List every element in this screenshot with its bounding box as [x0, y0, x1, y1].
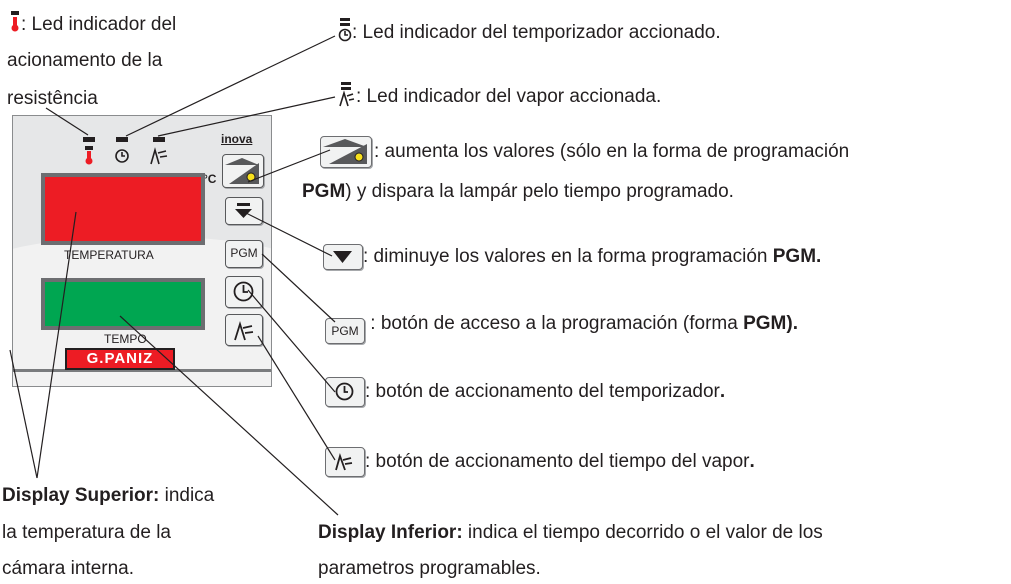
vapor-button[interactable]	[225, 314, 263, 346]
timer-led-annotation: : Led indicador del temporizador acciona…	[338, 18, 721, 44]
thermometer-icon	[85, 146, 93, 165]
display-inferior-annotation-line2: parametros programables.	[318, 558, 541, 579]
vapor-led-annotation: : Led indicador del vapor accionada.	[338, 82, 661, 108]
up-lamp-button[interactable]	[222, 154, 264, 188]
down-key-annotation: : diminuye los valores en la forma progr…	[323, 244, 821, 270]
timer-button[interactable]	[225, 276, 263, 308]
timer-key-annotation: : botón de accionamento del temporizador…	[325, 377, 725, 407]
display-superior-annotation-line2: la temperatura de la	[2, 522, 171, 543]
down-button[interactable]	[225, 197, 263, 225]
pgm-key-icon: PGM	[325, 318, 365, 344]
resist-led-annotation-line2: acionamento de la	[7, 50, 163, 71]
pgm-button[interactable]: PGM	[225, 240, 263, 268]
vapor-key-icon	[325, 447, 365, 477]
pgm-key-icon-label: PGM	[331, 324, 359, 338]
time-display-label: TEMPO	[104, 332, 147, 346]
display-superior-annotation-line3: cámara interna.	[2, 558, 135, 579]
up-lamp-key-icon	[320, 136, 372, 168]
timer-led	[116, 137, 128, 142]
vapor-icon	[150, 147, 168, 165]
vapor-key-annotation: : botón de accionamento del tiempo del v…	[325, 447, 755, 477]
temperature-display	[41, 173, 205, 245]
display-superior-annotation: Display Superior: indica	[2, 485, 215, 506]
resist-led-annotation-line3: resistência	[7, 88, 98, 109]
timer-led-icon	[338, 18, 352, 42]
clock-key-icon	[325, 377, 365, 407]
resist-led-annotation: : Led indicador del	[5, 11, 176, 36]
inova-logo: inova	[221, 132, 253, 146]
vapor-led-icon	[339, 82, 355, 107]
temperature-display-label: TEMPERATURA	[64, 248, 154, 262]
control-panel: inova °C TEMPERATURA TEMPO G.PANIZ PGM	[12, 115, 272, 387]
up-key-annotation: : aumenta los valores (sólo en la forma …	[320, 136, 849, 168]
pgm-key-annotation: PGM : botón de acceso a la programación …	[325, 312, 798, 344]
display-inferior-annotation: Display Inferior: indica el tiempo decor…	[318, 522, 823, 543]
up-key-annotation-line2: PGM) y dispara la lampár pelo tiempo pro…	[302, 181, 734, 202]
resist-led	[83, 137, 95, 142]
celsius-unit: °C	[203, 172, 217, 186]
down-key-icon	[323, 244, 363, 270]
vapor-led	[153, 137, 165, 142]
thermometer-icon	[11, 11, 19, 32]
time-display	[41, 278, 205, 330]
gpaniz-logo: G.PANIZ	[65, 348, 175, 370]
clock-icon	[115, 149, 129, 163]
